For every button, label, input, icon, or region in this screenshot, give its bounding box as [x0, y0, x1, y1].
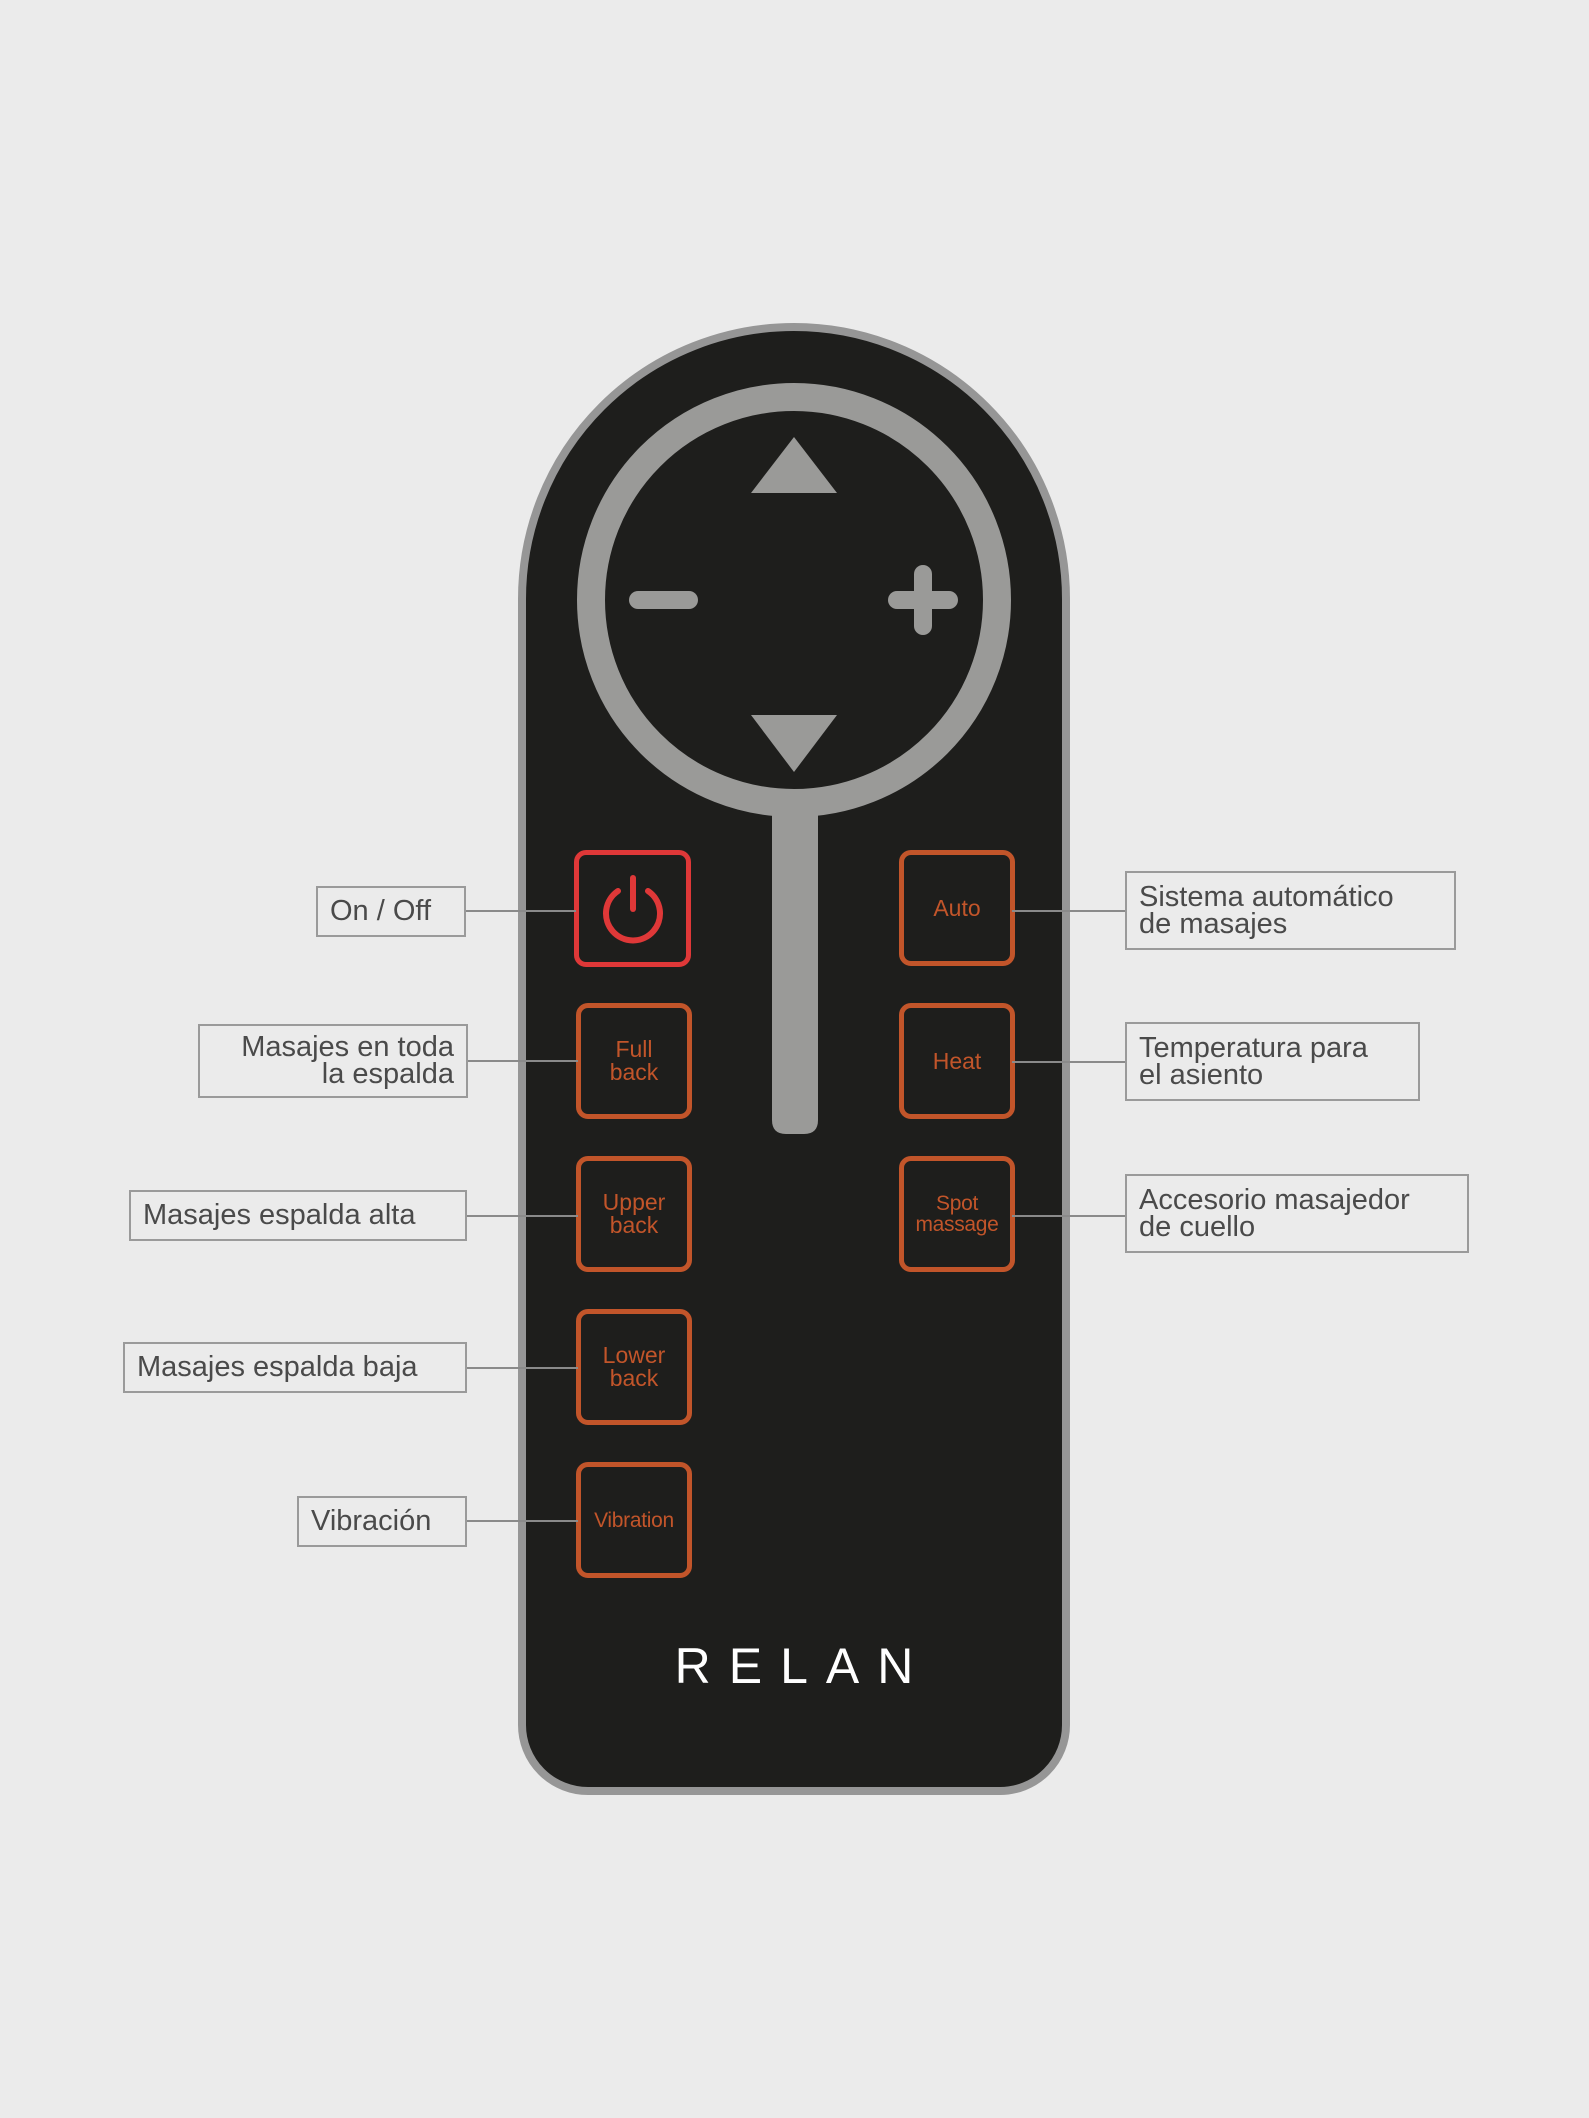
- callout-heat: Temperatura para el asiento: [1125, 1022, 1420, 1101]
- triangle-up-icon: [751, 437, 837, 493]
- power-button[interactable]: [574, 850, 691, 967]
- lower-back-button[interactable]: Lower back: [576, 1309, 692, 1425]
- plus-button[interactable]: [888, 565, 958, 635]
- plus-icon: [888, 565, 958, 635]
- callout-full-back: Masajes en toda la espalda: [198, 1024, 468, 1098]
- callout-on-off: On / Off: [316, 886, 466, 937]
- minus-icon: [629, 591, 698, 609]
- callout-auto: Sistema automático de masajes: [1125, 871, 1456, 950]
- leader-line: [467, 1520, 578, 1522]
- brand-logo: RELAN: [674, 1638, 932, 1694]
- callout-spot-massage: Accesorio masajedor de cuello: [1125, 1174, 1469, 1253]
- upper-back-button[interactable]: Upper back: [576, 1156, 692, 1272]
- power-icon: [602, 874, 663, 943]
- full-back-button[interactable]: Full back: [576, 1003, 692, 1119]
- leader-line: [1012, 910, 1126, 912]
- leader-line: [466, 910, 576, 912]
- callout-vibration: Vibración: [297, 1496, 467, 1547]
- callout-lower-back: Masajes espalda baja: [123, 1342, 467, 1393]
- callout-upper-back: Masajes espalda alta: [129, 1190, 467, 1241]
- up-button[interactable]: [751, 437, 837, 493]
- leader-line: [468, 1060, 578, 1062]
- leader-line: [1012, 1061, 1126, 1063]
- spot-massage-button[interactable]: Spot massage: [899, 1156, 1015, 1272]
- heat-button[interactable]: Heat: [899, 1003, 1015, 1119]
- down-button[interactable]: [751, 715, 837, 772]
- triangle-down-icon: [751, 715, 837, 772]
- leader-line: [467, 1367, 578, 1369]
- vibration-button[interactable]: Vibration: [576, 1462, 692, 1578]
- auto-button[interactable]: Auto: [899, 850, 1015, 966]
- leader-line: [1012, 1215, 1126, 1217]
- minus-button[interactable]: [629, 591, 698, 609]
- leader-line: [467, 1215, 578, 1217]
